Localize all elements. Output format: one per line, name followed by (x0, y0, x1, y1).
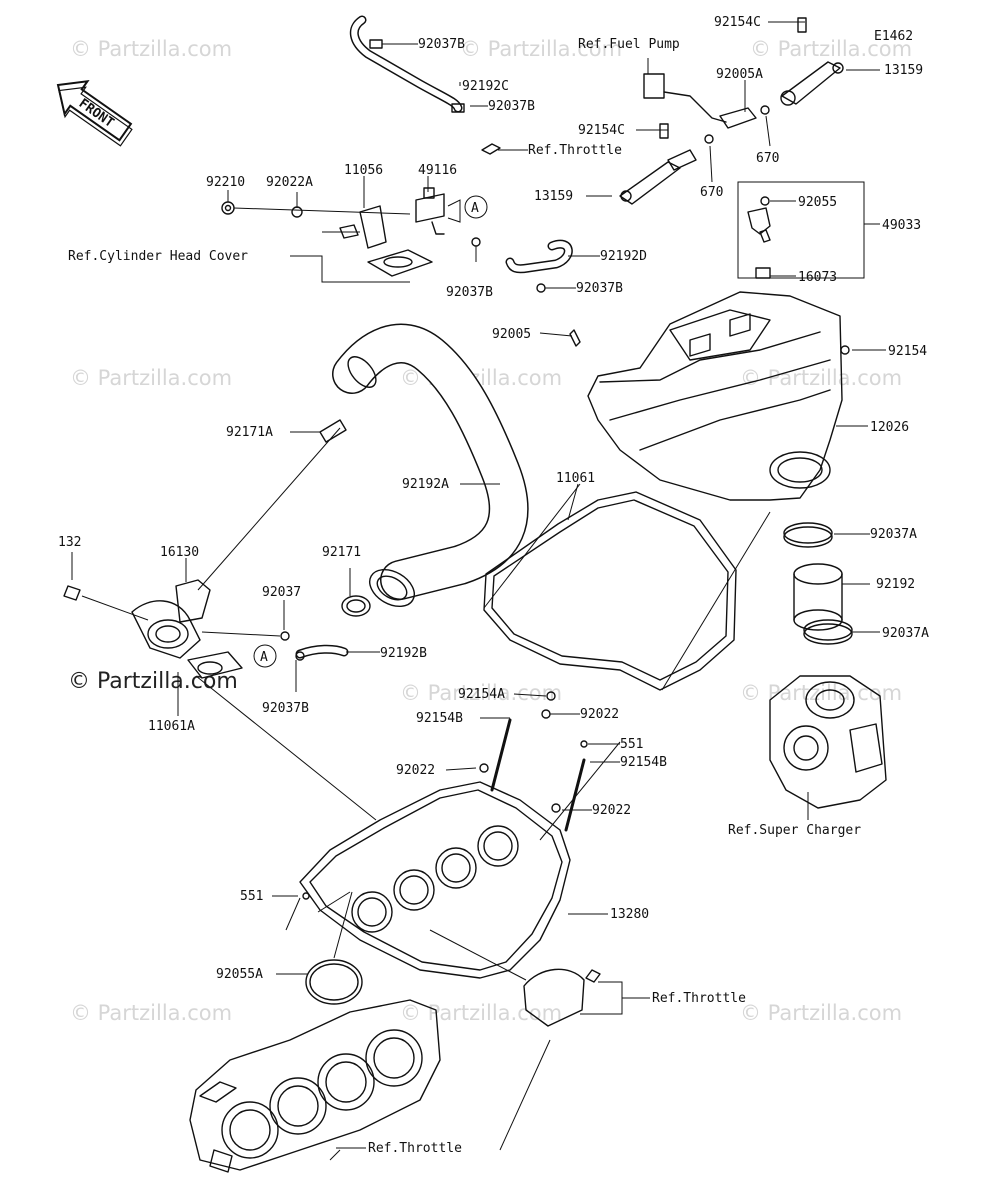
label-92154B: 92154B (416, 711, 463, 726)
label-92037B: 92037B (418, 37, 465, 52)
label-92037B: 92037B (488, 99, 535, 114)
label-92022: 92022 (396, 763, 435, 778)
throttle-body (189, 999, 441, 1173)
gasket-11061 (483, 491, 737, 691)
label-551: 551 (240, 889, 263, 904)
label-49033: 49033 (882, 218, 921, 233)
label-92154C: 92154C (714, 15, 761, 30)
label-92210: 92210 (206, 175, 245, 190)
main-hose (319, 323, 529, 617)
label-92154B: 92154B (620, 755, 667, 770)
label-ref-cylinder-head-cover: Ref.Cylinder Head Cover (68, 249, 248, 264)
watermark: © Partzilla.com (400, 1001, 562, 1025)
leader-lines (71, 21, 886, 1161)
label-ref-throttle: Ref.Throttle (652, 991, 746, 1006)
label-92192A: 92192A (402, 477, 449, 492)
label-12026: 12026 (870, 420, 909, 435)
label-92171A: 92171A (226, 425, 273, 440)
label-11061: 11061 (556, 471, 595, 486)
intake-gasket-13280 (299, 691, 601, 1027)
label-92037B: 92037B (576, 281, 623, 296)
label-92037B: 92037B (446, 285, 493, 300)
marker-label: A (471, 201, 479, 216)
label-ref-throttle: Ref.Throttle (528, 143, 622, 158)
label-ref-super-charger: Ref.Super Charger (728, 823, 861, 838)
supercharger-connection (769, 522, 887, 809)
label-ref-fuel-pump: Ref.Fuel Pump (578, 37, 680, 52)
watermark: © Partzilla.com (740, 366, 902, 390)
label-92055A: 92055A (216, 967, 263, 982)
watermark: © Partzilla.com (70, 1001, 232, 1025)
label-diagram-id: E1462 (874, 29, 913, 44)
label-92154A: 92154A (458, 687, 505, 702)
inlet-elbow (63, 579, 349, 679)
watermark: © Partzilla.com (70, 366, 232, 390)
label-13159: 13159 (534, 189, 573, 204)
label-92192: 92192 (876, 577, 915, 592)
label-92055: 92055 (798, 195, 837, 210)
label-11056: 11056 (344, 163, 383, 178)
fuel-line-assembly (619, 17, 865, 279)
watermark: © Partzilla.com (400, 681, 562, 705)
marker-a-bottom: A (253, 644, 277, 668)
label-670: 670 (700, 185, 723, 200)
plenum-chamber (587, 291, 850, 501)
label-11061A: 11061A (148, 719, 195, 734)
label-92005: 92005 (492, 327, 531, 342)
marker-label: A (260, 650, 268, 665)
label-92022A: 92022A (266, 175, 313, 190)
label-92154C: 92154C (578, 123, 625, 138)
label-16130: 16130 (160, 545, 199, 560)
label-670: 670 (756, 151, 779, 166)
watermark: © Partzilla.com (740, 1001, 902, 1025)
label-92037A: 92037A (882, 626, 929, 641)
label-92037B: 92037B (262, 701, 309, 716)
label-16073: 16073 (798, 270, 837, 285)
label-ref-throttle: Ref.Throttle (368, 1141, 462, 1156)
label-92022: 92022 (580, 707, 619, 722)
label-49116: 49116 (418, 163, 457, 178)
breather-assembly (221, 15, 581, 347)
label-92037A: 92037A (870, 527, 917, 542)
watermark-main: © Partzilla.com (68, 669, 238, 694)
label-92171: 92171 (322, 545, 361, 560)
part-labels: 92154C 92037B Ref.Fuel Pump E1462 92192C… (58, 15, 929, 1156)
watermark: © Partzilla.com (460, 37, 622, 61)
label-92005A: 92005A (716, 67, 763, 82)
watermark: © Partzilla.com (750, 37, 912, 61)
label-132: 132 (58, 535, 81, 550)
label-92037: 92037 (262, 585, 301, 600)
label-551: 551 (620, 737, 643, 752)
label-13159: 13159 (884, 63, 923, 78)
label-92192C: 92192C (462, 79, 509, 94)
front-arrow-icon: FRONT (56, 79, 133, 147)
label-92154: 92154 (888, 344, 927, 359)
label-92192B: 92192B (380, 646, 427, 661)
label-92192D: 92192D (600, 249, 647, 264)
label-92022: 92022 (592, 803, 631, 818)
label-13280: 13280 (610, 907, 649, 922)
marker-a-top: A (464, 195, 488, 219)
watermark: © Partzilla.com (70, 37, 232, 61)
